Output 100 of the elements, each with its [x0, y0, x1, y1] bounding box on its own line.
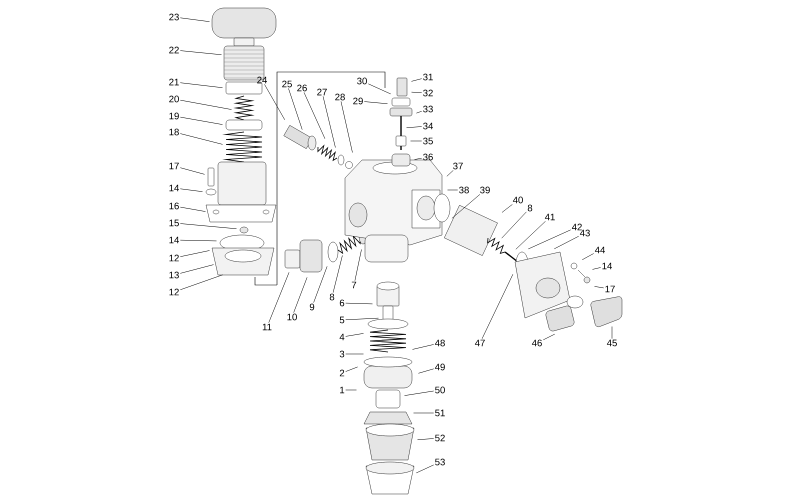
callout-number: 29 [353, 98, 363, 104]
leader-line [412, 344, 434, 350]
leader-line [416, 464, 434, 474]
callout-number: 27 [317, 88, 327, 96]
callout-number: 20 [169, 96, 179, 102]
leader-line [268, 272, 290, 323]
callout-number: 17 [605, 286, 615, 292]
leader-line [406, 126, 422, 128]
leader-line [501, 212, 527, 238]
callout-number: 22 [169, 46, 179, 54]
callout-number: 8 [330, 294, 334, 300]
leader-line [582, 253, 594, 260]
leader-line [180, 100, 232, 110]
leader-line [482, 274, 514, 339]
leader-line [345, 302, 373, 304]
callout-number: 50 [435, 386, 445, 394]
callout-number: 5 [340, 316, 344, 324]
leader-line [313, 266, 328, 303]
callout-number: 34 [423, 122, 433, 130]
leader-line [180, 188, 203, 192]
leader-line [340, 101, 353, 153]
leader-line [180, 250, 210, 257]
leader-line [413, 412, 434, 414]
callout-number: 14 [602, 262, 612, 270]
leader-line [354, 249, 362, 281]
callout-number: 14 [169, 184, 179, 192]
leader-line [516, 221, 546, 250]
callout-number: 31 [423, 74, 433, 80]
leader-line [180, 264, 214, 274]
callout-number: 24 [257, 76, 267, 84]
callout-number: 41 [544, 214, 555, 220]
callout-number: 42 [572, 224, 582, 230]
leader-line [404, 390, 434, 396]
callout-number: 46 [532, 340, 542, 346]
callout-number: 37 [453, 162, 463, 170]
leader-line [411, 78, 422, 82]
callout-number: 1 [340, 386, 344, 394]
callout-number: 48 [434, 340, 445, 346]
leader-line [528, 230, 571, 250]
callout-number: 14 [169, 236, 179, 244]
callout-number: 17 [169, 162, 179, 170]
leader-line [414, 158, 422, 160]
callout-number: 45 [606, 340, 617, 346]
callout-number: 19 [169, 112, 179, 120]
leader-line [364, 101, 388, 104]
leader-line [594, 286, 604, 288]
callout-number: 35 [423, 138, 433, 144]
leader-line [332, 255, 343, 293]
callout-number: 53 [435, 458, 445, 466]
leader-line [446, 170, 454, 177]
callout-number: 4 [340, 334, 344, 340]
callout-number: 36 [423, 154, 433, 160]
leader-line [502, 204, 513, 213]
leader-line [322, 96, 336, 148]
callout-number: 18 [169, 128, 179, 136]
callout-number: 16 [169, 202, 179, 210]
leader-line [304, 92, 326, 139]
callout-number: 40 [512, 196, 523, 204]
leader-line [368, 84, 391, 94]
leader-line [264, 84, 286, 120]
leader-line [410, 140, 422, 142]
callout-number: 25 [282, 80, 292, 88]
leader-line [452, 194, 480, 219]
callout-number: 23 [169, 14, 179, 20]
leader-line [345, 366, 358, 372]
leader-line [345, 318, 379, 320]
callout-number: 2 [340, 370, 344, 376]
leader-line [180, 206, 206, 212]
leader-line [554, 236, 579, 250]
callout-number: 33 [423, 106, 433, 112]
callout-number: 8 [528, 204, 532, 212]
callout-number: 7 [352, 282, 356, 288]
callout-number: 12 [169, 254, 179, 262]
callout-number: 13 [169, 272, 179, 278]
leader-line [592, 267, 601, 270]
callout-number: 26 [297, 84, 307, 92]
callout-number: 39 [480, 186, 490, 194]
leader-line [288, 88, 302, 130]
callout-number: 32 [423, 90, 433, 96]
leader-line [180, 223, 237, 230]
leader-line [180, 82, 223, 88]
callout-number: 38 [459, 186, 469, 194]
callout-number: 52 [435, 434, 445, 442]
leader-line [543, 334, 556, 340]
callout-number: 12 [169, 288, 179, 296]
leader-line [411, 92, 422, 93]
callout-number: 15 [169, 220, 179, 226]
leader-line [180, 50, 222, 55]
callout-number: 6 [340, 300, 344, 306]
leader-line [416, 111, 422, 114]
leader-line [180, 116, 223, 125]
callout-number: 49 [434, 364, 445, 370]
leader-line [417, 438, 434, 440]
callout-number: 43 [580, 230, 590, 236]
callout-number: 10 [287, 314, 297, 320]
callout-number: 9 [310, 304, 314, 310]
leader-line [180, 18, 210, 22]
callout-number: 21 [169, 78, 179, 86]
callout-number: 47 [474, 340, 485, 346]
callout-number: 44 [594, 246, 605, 254]
